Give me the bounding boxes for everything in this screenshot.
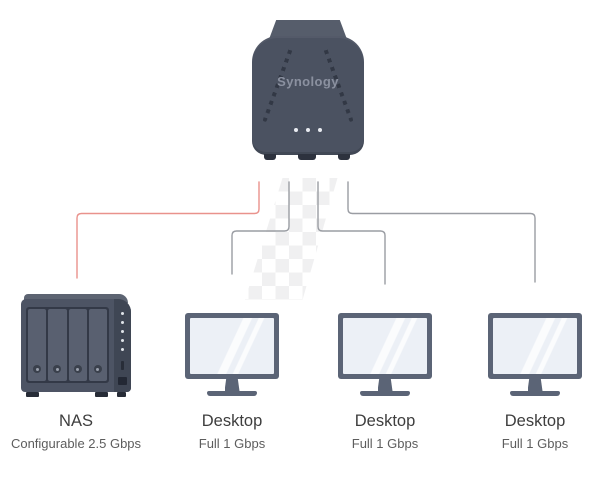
device-caption: Configurable 2.5 Gbps — [10, 436, 142, 451]
nas-usb-port — [121, 361, 124, 370]
nas-status-leds — [121, 312, 124, 351]
bay-lock-icon — [53, 365, 62, 373]
desktop-2-label: Desktop Full 1 Gbps — [310, 412, 460, 451]
monitor-frame — [488, 313, 582, 379]
drive-bay — [88, 309, 107, 381]
desktop-monitor-1 — [185, 313, 279, 396]
router-device: Synology — [252, 18, 364, 162]
bay-lock-icon — [73, 365, 82, 373]
monitor-frame — [185, 313, 279, 379]
nas-side-panel — [114, 299, 131, 392]
device-caption: Full 1 Gbps — [198, 436, 266, 451]
link-router-to-desktop-2 — [317, 181, 386, 285]
monitor-frame — [338, 313, 432, 379]
monitor-screen — [343, 318, 427, 374]
device-name: Desktop — [201, 412, 263, 430]
monitor-stand-base — [360, 391, 410, 396]
device-caption: Full 1 Gbps — [501, 436, 569, 451]
desktop-3-label: Desktop Full 1 Gbps — [460, 412, 600, 451]
router-body: Synology — [252, 36, 364, 155]
bay-lock-icon — [93, 365, 102, 373]
nas-power-port — [118, 377, 127, 385]
nas-label: NAS Configurable 2.5 Gbps — [1, 412, 151, 451]
link-router-to-nas — [76, 181, 260, 279]
device-name: Desktop — [504, 412, 566, 430]
desktop-monitor-3 — [488, 313, 582, 396]
device-name: NAS — [59, 412, 93, 430]
monitor-screen — [190, 318, 274, 374]
nas-body — [21, 299, 131, 392]
drive-bay — [68, 309, 87, 381]
router-led — [318, 128, 322, 132]
device-caption: Full 1 Gbps — [351, 436, 419, 451]
nas-top-face — [24, 294, 128, 303]
bay-lock-icon — [33, 365, 42, 373]
link-router-to-desktop-3 — [347, 181, 536, 283]
monitor-stand-neck — [527, 378, 543, 391]
router-status-leds — [252, 128, 364, 132]
monitor-stand-base — [207, 391, 257, 396]
nas-drive-bays — [26, 307, 109, 383]
router-led — [294, 128, 298, 132]
monitor-stand-neck — [377, 378, 393, 391]
monitor-stand-neck — [224, 378, 240, 391]
desktop-1-label: Desktop Full 1 Gbps — [157, 412, 307, 451]
router-brand-logo: Synology — [277, 74, 339, 89]
drive-bay — [28, 309, 47, 381]
monitor-screen — [493, 318, 577, 374]
device-name: Desktop — [354, 412, 416, 430]
router-led — [306, 128, 310, 132]
desktop-monitor-2 — [338, 313, 432, 396]
monitor-stand-base — [510, 391, 560, 396]
drive-bay — [48, 309, 67, 381]
link-router-to-desktop-1 — [231, 181, 290, 275]
nas-device — [21, 294, 131, 398]
router-feet — [252, 154, 364, 160]
